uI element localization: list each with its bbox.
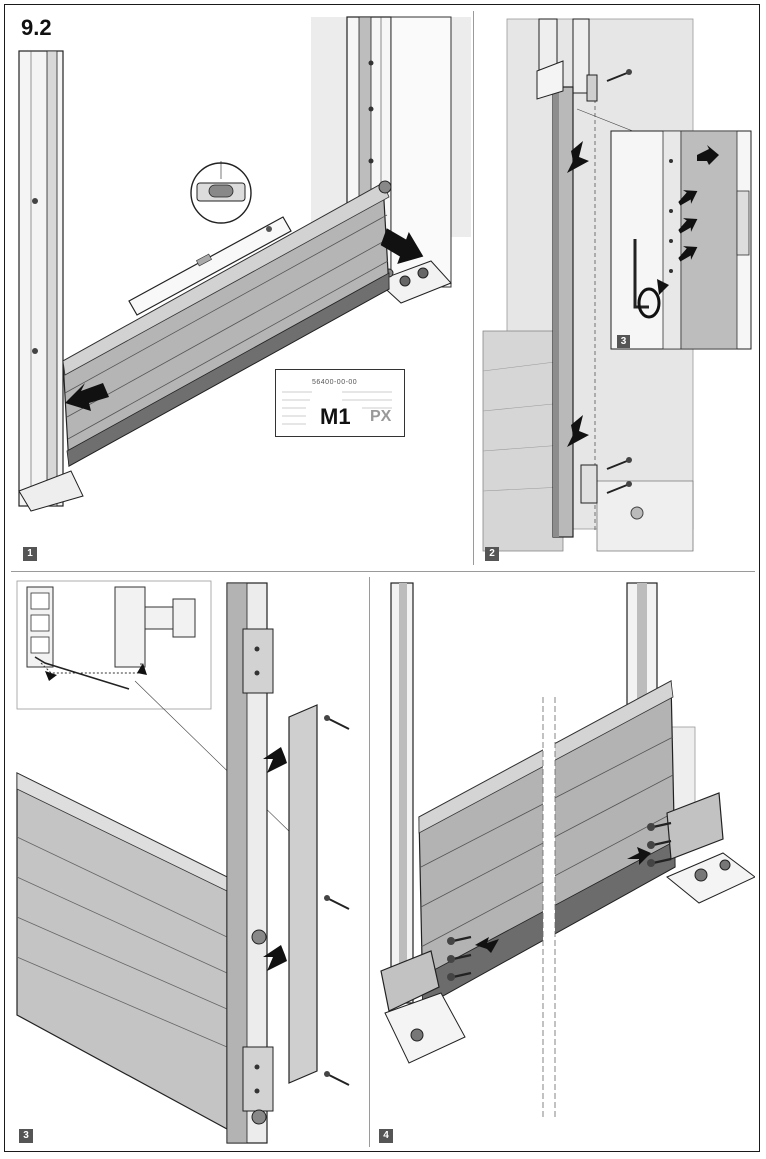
screw-icon xyxy=(447,935,472,945)
allen-key-icon xyxy=(633,239,649,309)
step-2-panel: 3 2 xyxy=(477,11,755,565)
screw-icon xyxy=(647,857,672,867)
type-label-model: M1 xyxy=(320,404,351,429)
type-label-text-lines xyxy=(282,391,392,425)
push-arrow-icon xyxy=(263,945,287,971)
rotate-arrow-icon xyxy=(637,287,661,319)
step-4-illustration xyxy=(380,582,755,1117)
push-arrow-icon xyxy=(697,145,719,165)
section-title: 9.2 xyxy=(21,15,52,40)
step-1-illustration xyxy=(18,16,471,512)
step-1-badge: 1 xyxy=(23,547,37,561)
step-4-panel: 4 xyxy=(371,577,755,1147)
divider-top xyxy=(473,11,474,565)
divider-middle xyxy=(11,571,755,572)
screw-icon xyxy=(447,971,472,981)
step-1-panel: 56400-00-00 M1 PX 1 xyxy=(11,11,471,565)
type-label-sticker: 56400-00-00 M1 PX xyxy=(275,369,405,437)
step-2-badge: 2 xyxy=(485,547,499,561)
divider-bottom xyxy=(369,577,370,1147)
push-arrow-icon xyxy=(627,847,651,865)
screw-icon xyxy=(324,1071,350,1086)
screw-icon xyxy=(606,457,632,470)
push-arrow-icon xyxy=(65,383,109,411)
push-arrow-icon xyxy=(678,190,698,206)
step-3-illustration xyxy=(16,580,350,1144)
step-3-badge: 3 xyxy=(19,1129,33,1143)
push-arrow-icon xyxy=(567,141,589,173)
type-label-article-code: 56400-00-00 xyxy=(312,379,358,386)
step-3-panel: 3 xyxy=(11,577,367,1147)
push-arrow-icon xyxy=(380,228,424,264)
screw-icon xyxy=(606,481,632,494)
push-arrow-icon xyxy=(567,415,589,447)
inset-badge: 3 xyxy=(617,335,630,348)
screw-icon xyxy=(324,715,350,730)
screw-icon xyxy=(324,895,350,910)
screw-icon xyxy=(447,953,472,963)
push-arrow-icon xyxy=(263,747,287,773)
push-arrow-icon xyxy=(475,937,499,953)
instruction-page-frame: 9.2 xyxy=(4,4,760,1152)
step-2-illustration xyxy=(482,18,752,552)
screw-icon xyxy=(647,821,672,831)
push-arrow-icon xyxy=(678,218,698,234)
screw-icon xyxy=(647,839,672,849)
screw-icon xyxy=(606,69,632,82)
step-4-badge: 4 xyxy=(379,1129,393,1143)
type-label-variant: PX xyxy=(370,408,392,425)
push-arrow-icon xyxy=(678,246,698,262)
